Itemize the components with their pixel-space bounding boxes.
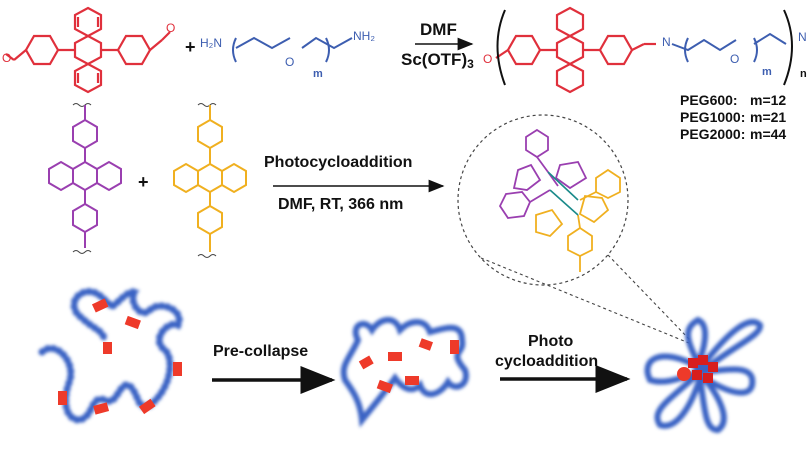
- peg-name: PEG1000:: [680, 109, 746, 125]
- plus-sign-1: +: [185, 37, 196, 57]
- product-aldehyde-o: O: [483, 52, 493, 66]
- condition-sc-otf3: Sc(OTF)3: [401, 50, 474, 71]
- single-chain-precollapsed: [340, 316, 469, 428]
- plus-sign-2: +: [138, 172, 149, 192]
- catalyst-subscript: 3: [467, 57, 474, 71]
- peg-row: PEG600: m=12: [680, 92, 786, 109]
- single-chain-open: [38, 288, 183, 424]
- ether-o-label: O: [285, 55, 295, 69]
- crosslinker-blocks-open: [58, 298, 182, 415]
- product-n-label: n: [800, 68, 807, 80]
- single-chain-nanoparticle: [644, 316, 763, 434]
- product-m-label: m: [762, 66, 772, 78]
- zoom-line-right: [607, 254, 691, 341]
- cycloaddition-label: cycloaddition: [495, 353, 599, 370]
- peg-m: m=44: [750, 126, 787, 142]
- peg-name: PEG2000:: [680, 126, 746, 142]
- photo-label: Photo: [528, 333, 574, 350]
- product-ether-o: O: [730, 52, 740, 66]
- peg-name: PEG600:: [680, 92, 738, 108]
- peg-table: PEG600: m=12 PEG1000:m=21 PEG2000:m=44: [680, 92, 786, 143]
- photodimer-purple: [498, 128, 588, 219]
- pre-collapse-label: Pre-collapse: [213, 343, 309, 360]
- aldehyde-o-left: O: [2, 51, 11, 65]
- anthracene-unit-yellow: [173, 103, 247, 258]
- crosslinked-core: [677, 355, 718, 383]
- product-peg-segment: [671, 32, 787, 63]
- photodimer-yellow: [535, 168, 621, 272]
- zoom-line-left: [480, 257, 690, 344]
- crosslinker-blocks-precollapsed: [358, 338, 459, 394]
- catalyst-label: Sc(OTF): [401, 50, 468, 69]
- condition-dmf: DMF: [420, 20, 457, 39]
- peg-row: PEG2000:m=44: [680, 126, 786, 143]
- polymer-brackets: [496, 9, 793, 86]
- aldehyde-o-right: O: [166, 21, 175, 35]
- repeat-m-label: m: [313, 68, 323, 80]
- peg-m: m=21: [750, 109, 787, 125]
- peg-m: m=12: [750, 92, 787, 108]
- peg-row: PEG1000:m=21: [680, 109, 786, 126]
- photo-conditions-label: DMF, RT, 366 nm: [278, 196, 404, 213]
- anthracene-unit-purple: [48, 103, 122, 254]
- amine-left-label: H₂N: [200, 36, 222, 50]
- photocycloaddition-label: Photocycloaddition: [264, 154, 413, 171]
- anthracene-dialdehyde-monomer: [5, 6, 171, 94]
- polyimine-product: [495, 6, 656, 94]
- zoom-circle: [457, 114, 629, 286]
- amine-right-label: NH₂: [353, 29, 375, 43]
- product-imine-n: N: [662, 35, 671, 49]
- peg-diamine: [232, 36, 353, 63]
- cyclobutane-bonds: [547, 171, 579, 216]
- product-end-n: N: [798, 30, 807, 44]
